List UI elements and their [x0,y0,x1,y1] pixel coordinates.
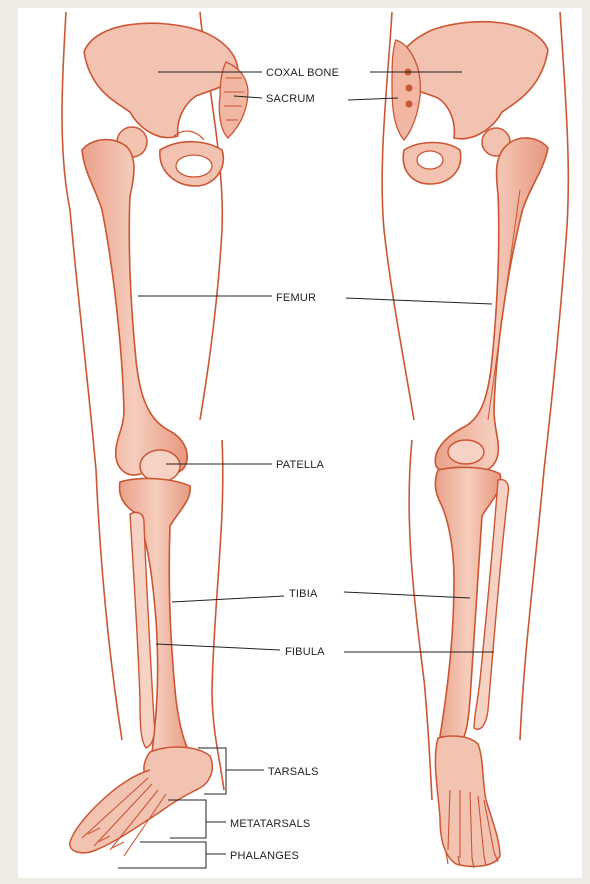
patella-right [448,440,484,464]
leader-tibia-left [172,596,284,602]
leader-fibula-left [156,644,280,650]
bracket-metatarsals [168,800,226,838]
femur-left [82,127,187,475]
femur-right [435,128,548,473]
label-sacrum: SACRUM [266,93,315,105]
patella-left [140,450,180,482]
label-patella: PATELLA [276,459,325,471]
bracket-phalanges [118,842,226,868]
label-coxal-bone: COXAL BONE [266,67,339,79]
label-metatarsals: METATARSALS [230,818,310,830]
sacrum-left [219,62,248,138]
label-phalanges: PHALANGES [230,850,299,862]
leader-sacrum-right [348,98,398,100]
leader-tibia-right [344,592,470,598]
label-fibula: FIBULA [285,646,325,658]
leader-femur-right [346,298,492,304]
label-tibia: TIBIA [289,588,318,600]
foot-left [70,747,213,856]
foot-right [435,736,500,868]
label-femur: FEMUR [276,292,316,304]
label-tarsals: TARSALS [268,766,319,778]
